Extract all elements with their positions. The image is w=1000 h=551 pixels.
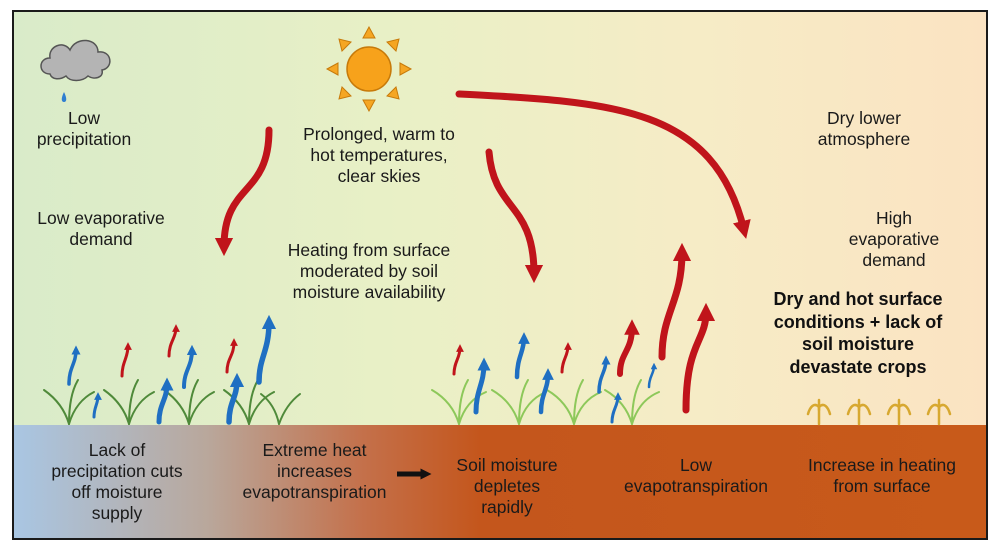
et-arrow-small bbox=[617, 319, 640, 377]
et-arrow-low-right bbox=[682, 302, 716, 414]
diagram-frame: Low precipitation Prolonged, warm to hot… bbox=[12, 10, 988, 540]
grass-icon bbox=[43, 379, 301, 425]
sun-arrow-left bbox=[214, 126, 273, 257]
diagram-art bbox=[40, 25, 952, 480]
dead-crop-icon bbox=[806, 398, 952, 426]
low-et-label: Low evapotranspiration bbox=[624, 455, 768, 496]
blue-arrows-left bbox=[67, 314, 277, 425]
et-arrow-tall bbox=[658, 242, 692, 361]
high-evaporative-demand-label: High evaporative demand bbox=[848, 208, 940, 270]
red-arrows bbox=[214, 90, 751, 414]
low-evaporative-demand-label: Low evaporative demand bbox=[37, 208, 165, 249]
sun-conditions-label: Prolonged, warm to hot temperatures, cle… bbox=[303, 124, 455, 186]
sun-icon bbox=[325, 25, 413, 113]
red-arrows-left-small bbox=[120, 324, 238, 378]
low-precipitation-label: Low precipitation bbox=[36, 108, 132, 149]
red-arrows-middle-small bbox=[452, 342, 572, 376]
lack-precip-label: Lack of precipitation cuts off moisture … bbox=[51, 440, 183, 523]
increase-heating-label: Increase in heating from surface bbox=[808, 455, 956, 496]
heating-surface-label: Heating from surface moderated by soil m… bbox=[287, 240, 451, 302]
ground-layer bbox=[14, 425, 986, 538]
blue-arrows-middle bbox=[473, 332, 658, 424]
sun-arrow-right bbox=[455, 90, 751, 239]
cloud-icon bbox=[40, 39, 111, 82]
raindrop-icon bbox=[61, 92, 67, 102]
extreme-heat-label: Extreme heat increases evapotranspiratio… bbox=[242, 440, 387, 502]
dry-atmosphere-label: Dry lower atmosphere bbox=[817, 108, 911, 149]
soil-depletes-label: Soil moisture depletes rapidly bbox=[456, 455, 558, 517]
crops-devastated-label: Dry and hot surface conditions + lack of… bbox=[773, 289, 943, 377]
sun-arrow-middle bbox=[485, 148, 544, 284]
